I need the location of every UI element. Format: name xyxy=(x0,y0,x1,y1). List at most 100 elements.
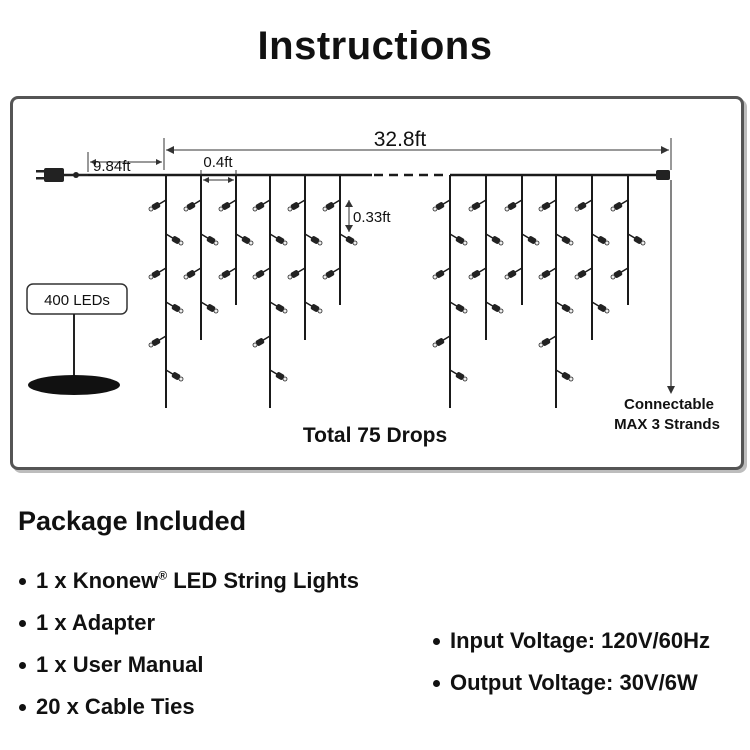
led-tip xyxy=(322,206,328,212)
package-list: 1 x Knonew® LED String Lights 1 x Adapte… xyxy=(16,568,359,736)
page-title: Instructions xyxy=(257,24,493,68)
led-tip xyxy=(282,376,288,382)
led-tip xyxy=(432,206,438,212)
led-bulb-icon xyxy=(325,270,335,278)
led-tip xyxy=(282,240,288,246)
led-count-callout xyxy=(26,283,128,395)
led-tip xyxy=(282,308,288,314)
total-length-dimension xyxy=(163,138,672,170)
led-tip xyxy=(148,274,154,280)
led-tip xyxy=(498,308,504,314)
list-item: 1 x User Manual xyxy=(16,652,359,694)
led-tip xyxy=(538,274,544,280)
led-bulb-icon xyxy=(633,236,643,244)
led-bulb-icon xyxy=(527,236,537,244)
drop-spacing-label: 0.4ft xyxy=(203,154,233,171)
led-bulb-icon xyxy=(491,236,501,244)
led-tip xyxy=(574,206,580,212)
led-bulb-icon xyxy=(597,304,607,312)
total-length-label: 32.8ft xyxy=(374,128,427,151)
led-tip xyxy=(610,206,616,212)
led-tip xyxy=(317,308,323,314)
led-tip xyxy=(287,274,293,280)
led-tip xyxy=(504,206,510,212)
led-bulb-icon xyxy=(310,304,320,312)
led-spacing-dimension xyxy=(345,200,353,232)
led-tip xyxy=(183,206,189,212)
list-item: 1 x Knonew® LED String Lights xyxy=(16,568,359,610)
led-bulb-icon xyxy=(290,270,300,278)
led-bulb-icon xyxy=(491,304,501,312)
led-bulb-icon xyxy=(241,236,251,244)
output-voltage-spec: Output Voltage: 30V/6W xyxy=(430,670,710,712)
led-bulb-icon xyxy=(290,202,300,210)
led-tip xyxy=(568,240,574,246)
led-count-label: 400 LEDs xyxy=(44,292,110,309)
led-bulb-icon xyxy=(345,236,355,244)
led-bulb-icon xyxy=(151,270,161,278)
led-tip xyxy=(213,308,219,314)
list-item: 1 x Adapter xyxy=(16,610,359,652)
led-tip xyxy=(352,240,358,246)
led-bulb-icon xyxy=(151,338,161,346)
end-connector-icon xyxy=(656,170,670,180)
led-bulb-icon xyxy=(455,236,465,244)
input-voltage-spec: Input Voltage: 120V/60Hz xyxy=(430,628,710,670)
main-wire xyxy=(88,170,670,180)
plug-icon xyxy=(36,168,88,182)
led-bulb-icon xyxy=(435,338,445,346)
led-tip xyxy=(604,308,610,314)
led-tip xyxy=(504,274,510,280)
led-spacing-label: 0.33ft xyxy=(353,209,391,226)
led-bulb-icon xyxy=(577,270,587,278)
led-tip xyxy=(178,376,184,382)
max-strands-label: MAX 3 Strands xyxy=(614,416,720,433)
led-tip xyxy=(148,342,154,348)
led-bulb-icon xyxy=(275,372,285,380)
lead-length-dimension xyxy=(87,152,162,172)
led-bulb-icon xyxy=(186,202,196,210)
led-tip xyxy=(610,274,616,280)
led-bulb-icon xyxy=(435,202,445,210)
led-bulb-icon xyxy=(455,372,465,380)
led-tip xyxy=(534,240,540,246)
led-bulb-icon xyxy=(255,202,265,210)
led-tip xyxy=(218,206,224,212)
led-tip xyxy=(178,308,184,314)
led-bulb-icon xyxy=(597,236,607,244)
lead-length-label: 9.84ft xyxy=(93,158,131,175)
led-tip xyxy=(248,240,254,246)
led-tip xyxy=(432,342,438,348)
led-bulb-icon xyxy=(325,202,335,210)
specs-list: Input Voltage: 120V/60Hz Output Voltage:… xyxy=(430,628,710,712)
led-bulb-icon xyxy=(275,236,285,244)
led-bulb-icon xyxy=(255,338,265,346)
led-bulb-icon xyxy=(455,304,465,312)
led-tip xyxy=(252,206,258,212)
led-bulb-icon xyxy=(541,270,551,278)
total-drops-caption: Total 75 Drops xyxy=(303,424,447,447)
led-bulb-icon xyxy=(613,202,623,210)
led-tip xyxy=(538,206,544,212)
list-item: 20 x Cable Ties xyxy=(16,694,359,736)
led-bulb-icon xyxy=(310,236,320,244)
led-tip xyxy=(574,274,580,280)
led-bulb-icon xyxy=(221,270,231,278)
led-tip xyxy=(468,274,474,280)
led-tip xyxy=(287,206,293,212)
led-bulb-icon xyxy=(507,202,517,210)
led-tip xyxy=(218,274,224,280)
led-tip xyxy=(183,274,189,280)
led-tip xyxy=(568,308,574,314)
connect-indicator xyxy=(667,180,675,394)
light-drops xyxy=(148,175,646,408)
led-tip xyxy=(498,240,504,246)
led-tip xyxy=(604,240,610,246)
drop-spacing-dimension xyxy=(200,170,237,192)
led-bulb-icon xyxy=(561,304,571,312)
led-bulb-icon xyxy=(206,236,216,244)
led-bulb-icon xyxy=(275,304,285,312)
led-bulb-icon xyxy=(613,270,623,278)
led-bulb-icon xyxy=(221,202,231,210)
led-bulb-icon xyxy=(171,304,181,312)
